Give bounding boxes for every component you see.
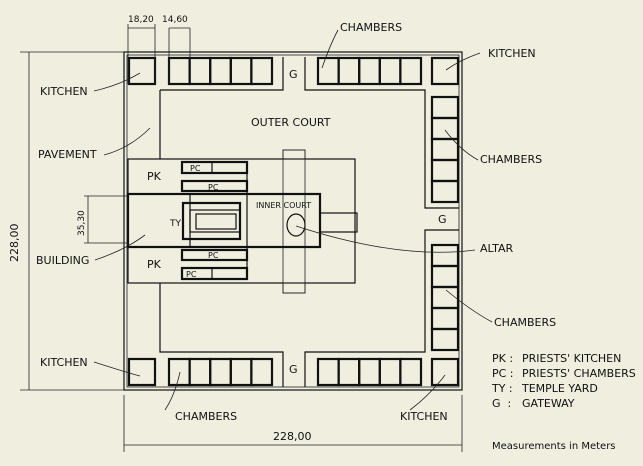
pavement-boundary bbox=[159, 57, 459, 387]
chambers-label-bottom: CHAMBERS bbox=[175, 410, 237, 423]
gateway-label-top: G bbox=[289, 68, 298, 81]
chamber bbox=[250, 357, 274, 387]
legend-value: GATEWAY bbox=[522, 397, 575, 410]
chamber bbox=[430, 179, 460, 204]
pc-label: PC bbox=[186, 270, 197, 279]
dim-chamber-width: 14,60 bbox=[162, 15, 188, 25]
leader-lines bbox=[93, 29, 493, 411]
altar-shape bbox=[286, 213, 306, 237]
pavement-label: PAVEMENT bbox=[38, 148, 97, 161]
legend-value: TEMPLE YARD bbox=[521, 382, 598, 395]
legend-key: PC : bbox=[492, 367, 514, 380]
pk-label-bottom: PK bbox=[147, 258, 162, 271]
dim-kitchen-width: 18,20 bbox=[128, 15, 154, 25]
kitchen-label-tl: KITCHEN bbox=[40, 85, 88, 98]
legend: PK : PRIESTS' KITCHEN PC : PRIESTS' CHAMBE… bbox=[491, 352, 636, 410]
inner-court-label: INNER COURT bbox=[256, 201, 311, 210]
dim-total-width: 228,00 bbox=[273, 430, 312, 443]
legend-key: TY : bbox=[491, 382, 513, 395]
chambers bbox=[167, 56, 460, 387]
kitchen-label-br: KITCHEN bbox=[400, 410, 448, 423]
chamber bbox=[399, 56, 423, 86]
legend-key: G : bbox=[492, 397, 511, 410]
chamber bbox=[399, 357, 423, 387]
pc-label: PC bbox=[190, 164, 201, 173]
pk-label-top: PK bbox=[147, 170, 162, 183]
chambers-label-right-bottom: CHAMBERS bbox=[494, 316, 556, 329]
dim-building-height: 35,30 bbox=[77, 210, 87, 236]
dim-total-height: 228,00 bbox=[8, 224, 21, 263]
chamber bbox=[430, 327, 460, 352]
kitchen-label-tr: KITCHEN bbox=[488, 47, 536, 60]
pc-label: PC bbox=[208, 251, 219, 260]
kitchen-label-bl: KITCHEN bbox=[40, 356, 88, 369]
legend-value: PRIESTS' CHAMBERS bbox=[522, 367, 636, 380]
kitchens bbox=[127, 56, 460, 387]
gateway-label-bottom: G bbox=[289, 363, 298, 376]
units-note: Measurements in Meters bbox=[492, 441, 616, 452]
pc-label: PC bbox=[208, 183, 219, 192]
inner-enclosure bbox=[126, 149, 358, 294]
chamber bbox=[250, 56, 274, 86]
ty-label: TY bbox=[169, 219, 181, 229]
gateway-label-right: G bbox=[438, 213, 447, 226]
legend-key: PK : bbox=[492, 352, 513, 365]
dimension-lines bbox=[20, 24, 463, 452]
building-label: BUILDING bbox=[36, 254, 89, 267]
chambers-label-right-top: CHAMBERS bbox=[480, 153, 542, 166]
altar-label: ALTAR bbox=[480, 242, 514, 255]
legend-value: PRIESTS' KITCHEN bbox=[522, 352, 621, 365]
outer-court-label: OUTER COURT bbox=[251, 116, 331, 129]
chambers-label-top: CHAMBERS bbox=[340, 21, 402, 34]
